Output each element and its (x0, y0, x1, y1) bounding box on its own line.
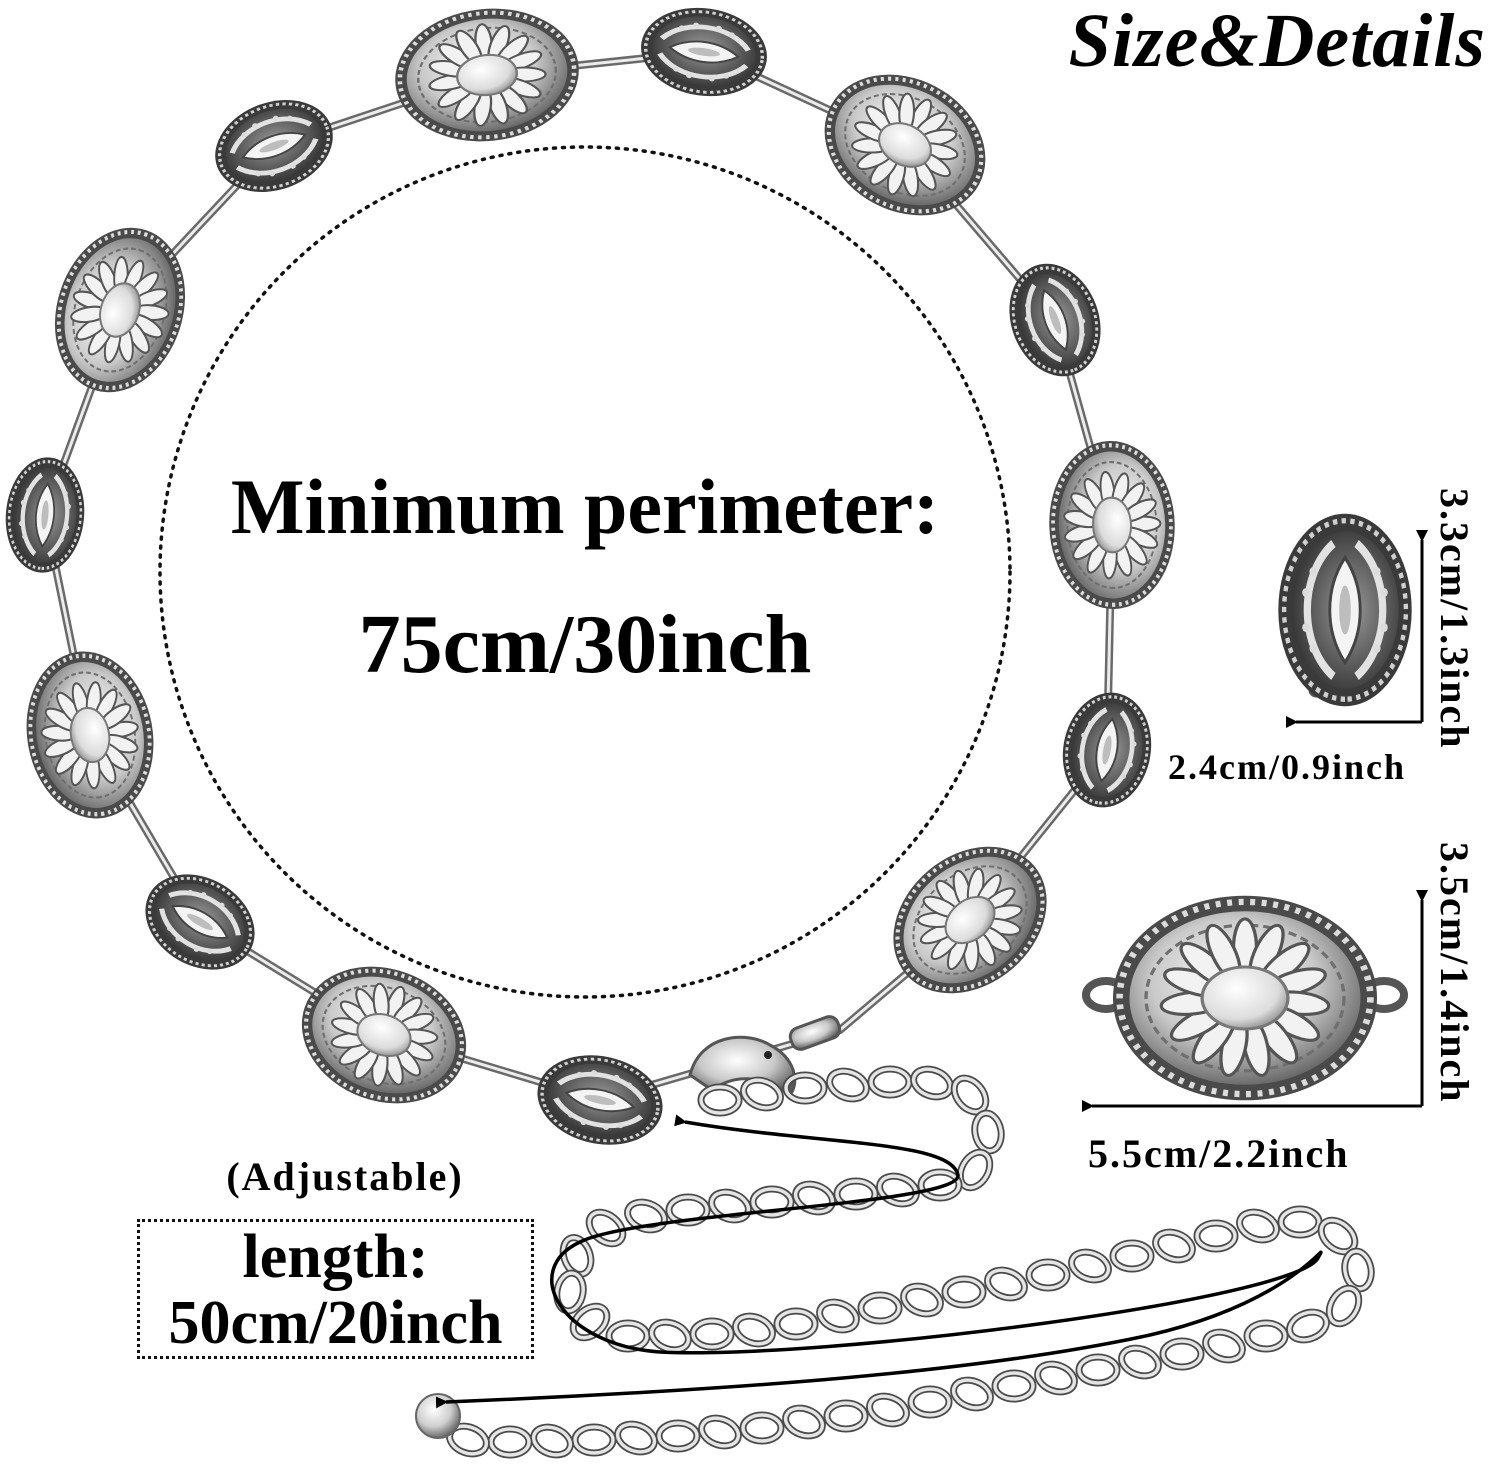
adjustable-note: (Adjustable) (226, 1154, 464, 1199)
minimum-perimeter-value: 75cm/30inch (358, 598, 812, 691)
title: Size&Details (1068, 0, 1486, 83)
small-link-height-label: 3.3cm/1.3inch (1432, 488, 1477, 750)
small-link-detail (1278, 514, 1411, 707)
extension-length-value: 50cm/20inch (168, 1289, 503, 1357)
concho-belt (1, 0, 1178, 1156)
minimum-perimeter-label: Minimum perimeter: (230, 463, 940, 550)
length-guide-line (435, 1114, 1323, 1409)
concho-width-label: 5.5cm/2.2inch (1088, 1131, 1350, 1176)
large-concho-detail (1082, 896, 1408, 1101)
perimeter-circle (158, 145, 1012, 999)
concho-height-label: 3.5cm/1.4inch (1432, 842, 1477, 1104)
extension-length-label: length: (242, 1223, 429, 1291)
length-box (137, 1219, 534, 1359)
small-link-width-label: 2.4cm/0.9inch (1168, 747, 1406, 787)
